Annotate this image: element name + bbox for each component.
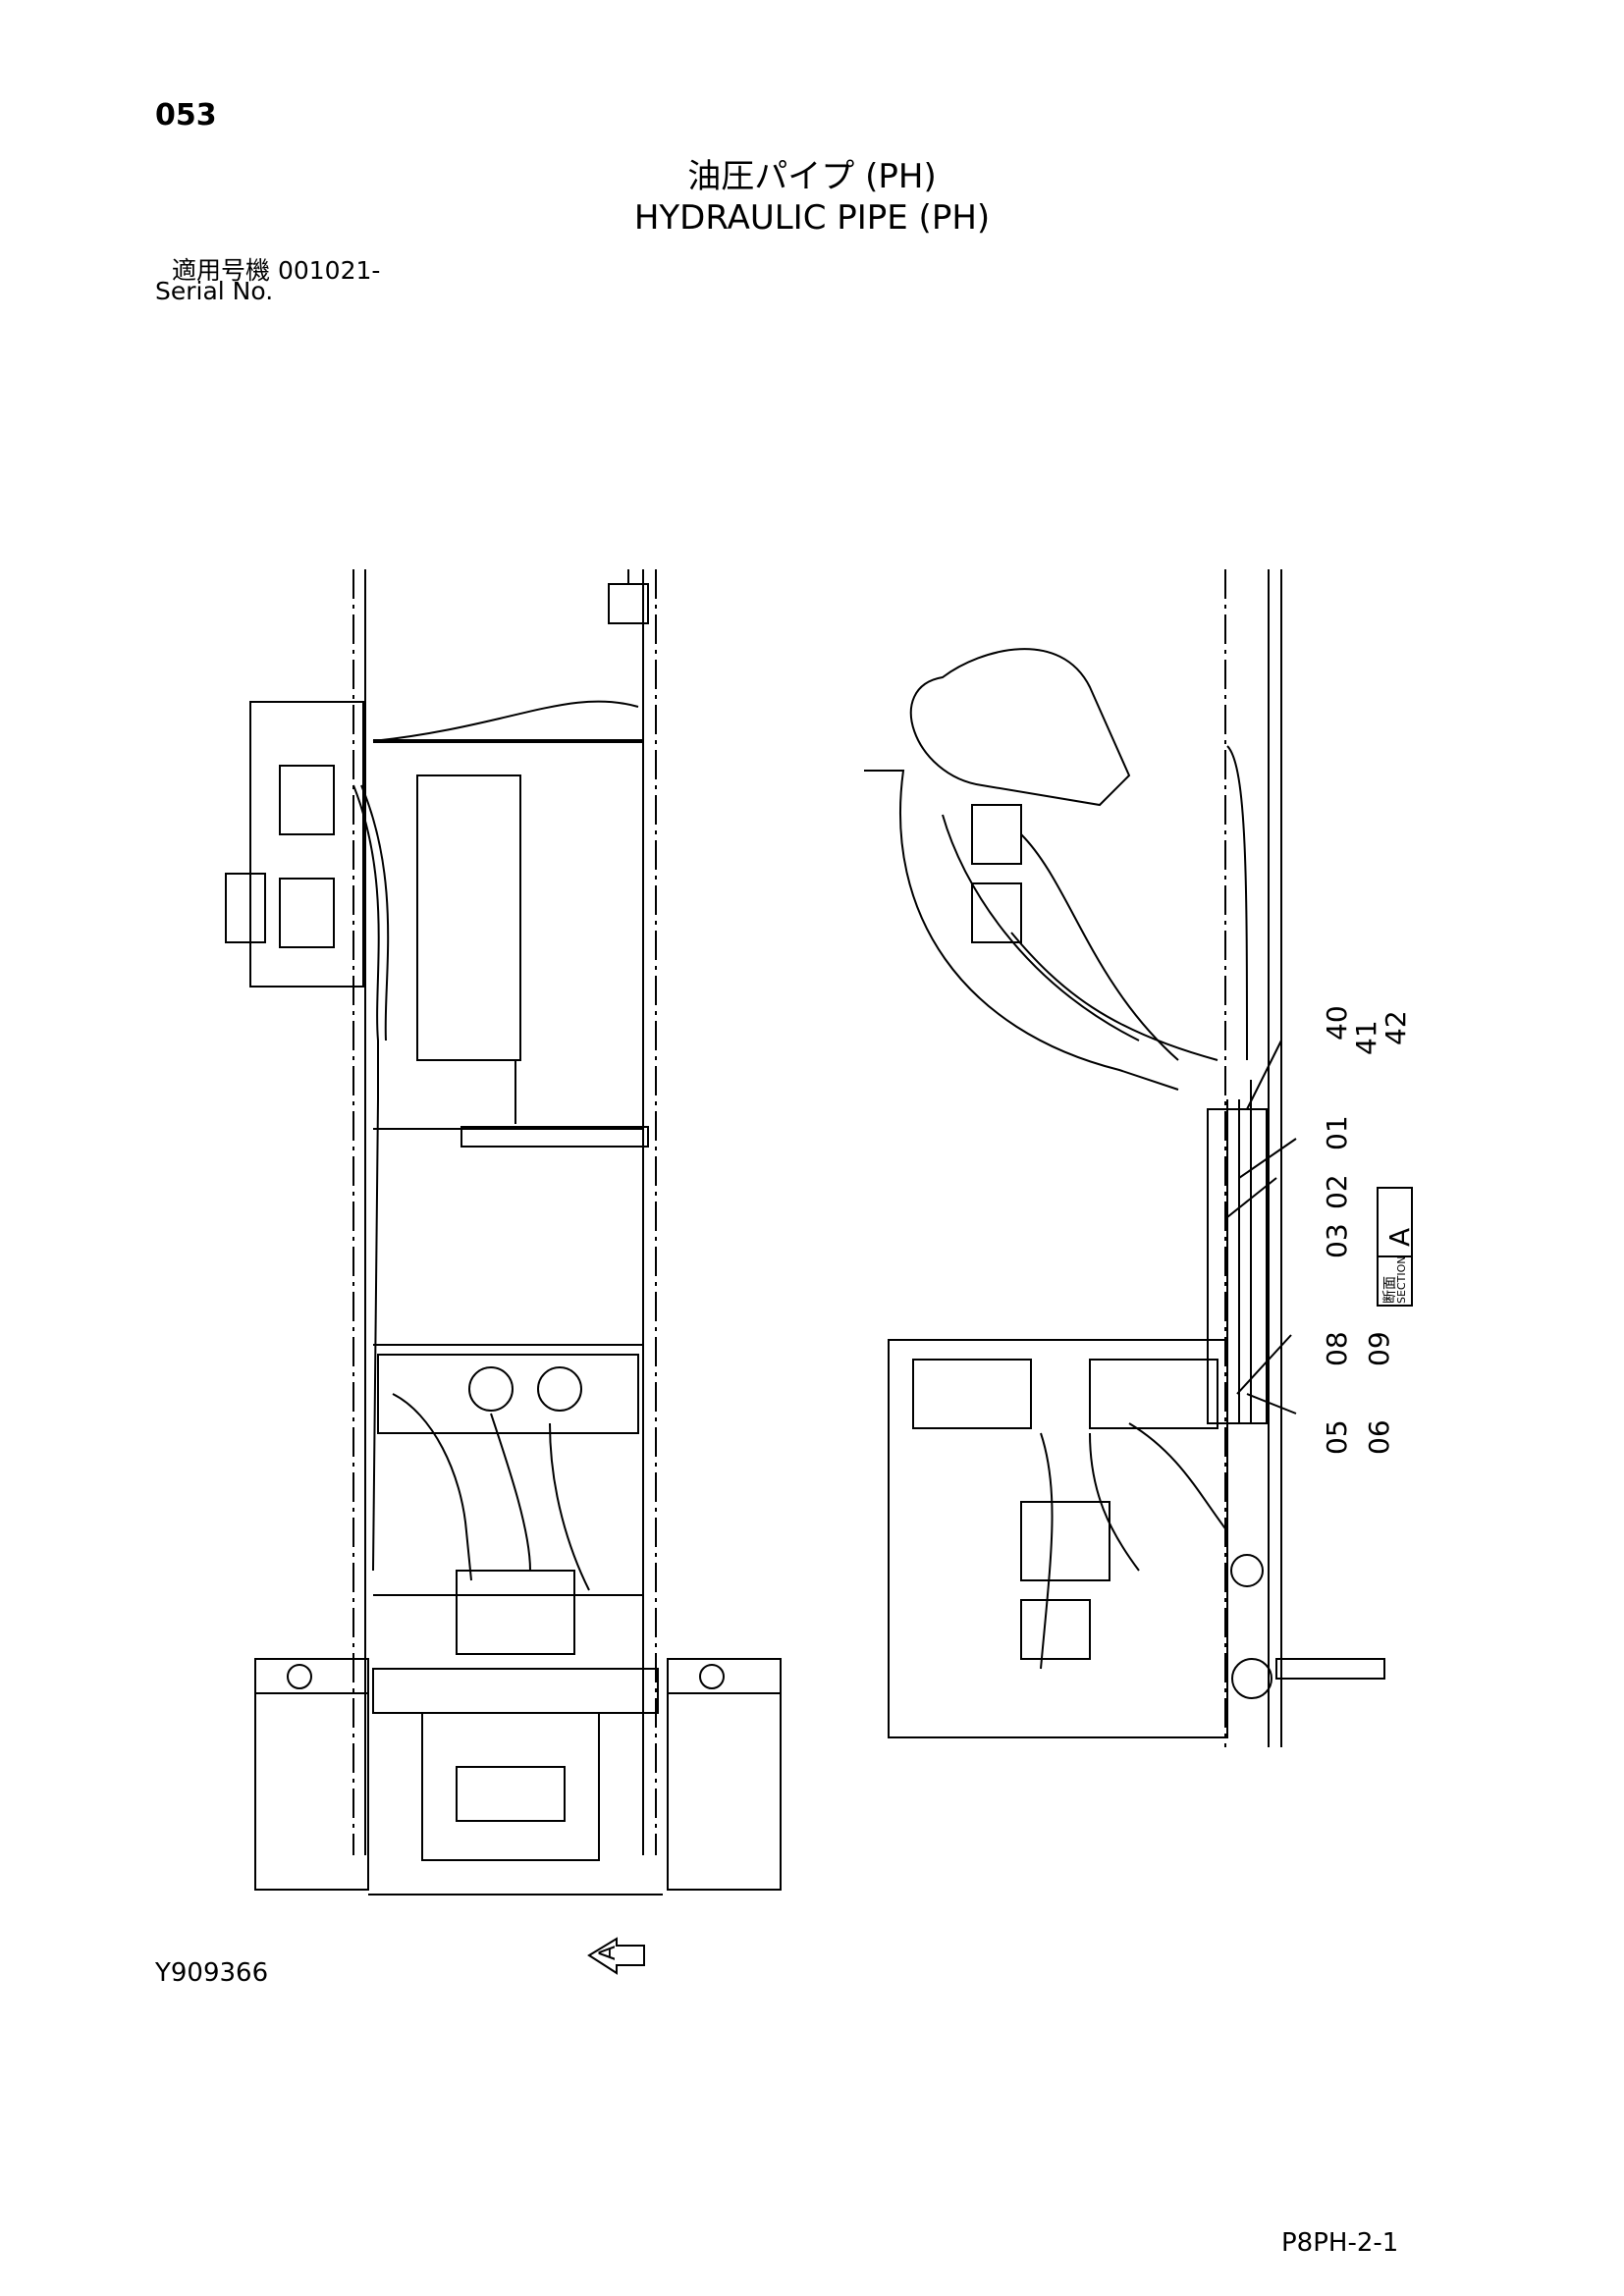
document-id: Y909366 [155, 1958, 269, 1988]
callout-01: 01 [1321, 1115, 1353, 1150]
callout-08: 08 [1321, 1331, 1353, 1366]
page-code: P8PH-2-1 [1281, 2228, 1399, 2258]
section-letter: A [1383, 1227, 1416, 1247]
view-arrow-label: A [596, 1945, 622, 1961]
callout-42: 42 [1380, 1010, 1412, 1045]
section-label: SECTION [1395, 1255, 1408, 1304]
page-title-japanese: 油圧パイプ (PH) [687, 157, 937, 196]
callout-06: 06 [1363, 1419, 1395, 1455]
serial-label-japanese: 適用号機 001021- [172, 256, 381, 285]
callout-03: 03 [1321, 1223, 1353, 1258]
left-frame-view [225, 569, 782, 1896]
right-frame-view [864, 569, 1385, 1747]
callout-02: 02 [1321, 1174, 1353, 1209]
view-arrow-a [587, 1937, 645, 1975]
page-title: HYDRAULIC PIPE (PH) [633, 198, 991, 238]
serial-label: Serial No. [155, 277, 274, 305]
section-box [1377, 1187, 1413, 1307]
callout-09: 09 [1363, 1331, 1395, 1366]
callout-41: 41 [1350, 1020, 1382, 1055]
callout-05: 05 [1321, 1419, 1353, 1455]
page-number: 053 [155, 98, 217, 133]
callout-40: 40 [1321, 1005, 1353, 1041]
